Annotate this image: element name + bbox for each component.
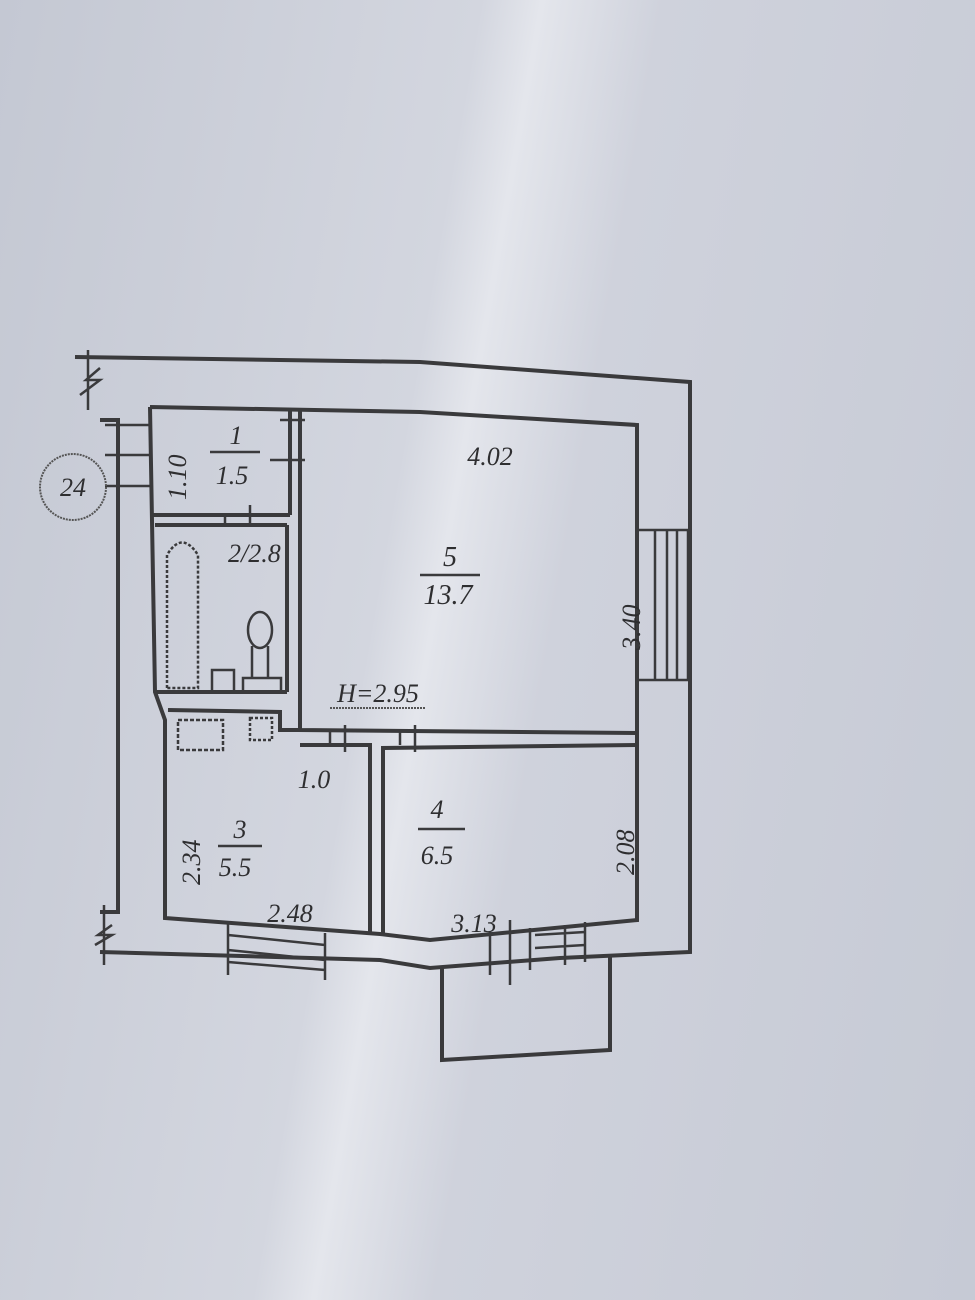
window-room3 <box>226 923 327 980</box>
svg-text:5: 5 <box>443 542 457 573</box>
dimension-room4-width: 3.13 <box>450 909 497 938</box>
dimension-room5-width: 4.02 <box>467 442 513 471</box>
entrance-door <box>105 423 150 488</box>
apartment-number-badge: 24 <box>39 453 107 521</box>
room-1-label: 1 1.5 <box>210 421 260 490</box>
stove-icon <box>176 718 225 752</box>
outer-wall <box>74 355 692 971</box>
dimension-room3-width: 2.48 <box>267 899 313 928</box>
room-4-label: 4 6.5 <box>418 795 465 870</box>
svg-text:24: 24 <box>60 473 86 502</box>
balcony-door <box>488 920 587 985</box>
dimension-room3-height: 2.34 <box>177 840 206 886</box>
sink-icon <box>210 668 236 694</box>
room-2-label: 2/2.8 <box>228 539 281 568</box>
dimension-room4-height: 2.08 <box>611 830 640 876</box>
dimension-room3-corridor: 1.0 <box>298 765 331 794</box>
break-marks <box>79 350 117 965</box>
toilet-icon <box>241 610 283 694</box>
svg-text:4: 4 <box>431 795 444 824</box>
kitchen-sink-icon <box>248 716 274 742</box>
svg-text:6.5: 6.5 <box>421 841 454 870</box>
bathtub-icon <box>165 541 200 690</box>
ceiling-height: H=2.95 <box>336 679 419 708</box>
svg-text:5.5: 5.5 <box>219 853 252 882</box>
svg-text:1.5: 1.5 <box>216 461 249 490</box>
room-5-label: 5 13.7 <box>420 542 480 611</box>
window-room5 <box>637 528 690 682</box>
dimension-room1-height: 1.10 <box>163 455 192 501</box>
svg-text:3: 3 <box>233 815 247 844</box>
interior-walls <box>150 410 638 935</box>
balcony <box>440 955 612 1063</box>
dimension-room5-height: 3.40 <box>617 605 646 652</box>
svg-text:13.7: 13.7 <box>424 580 474 611</box>
svg-text:1: 1 <box>230 421 243 450</box>
room-3-label: 3 5.5 <box>218 815 262 882</box>
